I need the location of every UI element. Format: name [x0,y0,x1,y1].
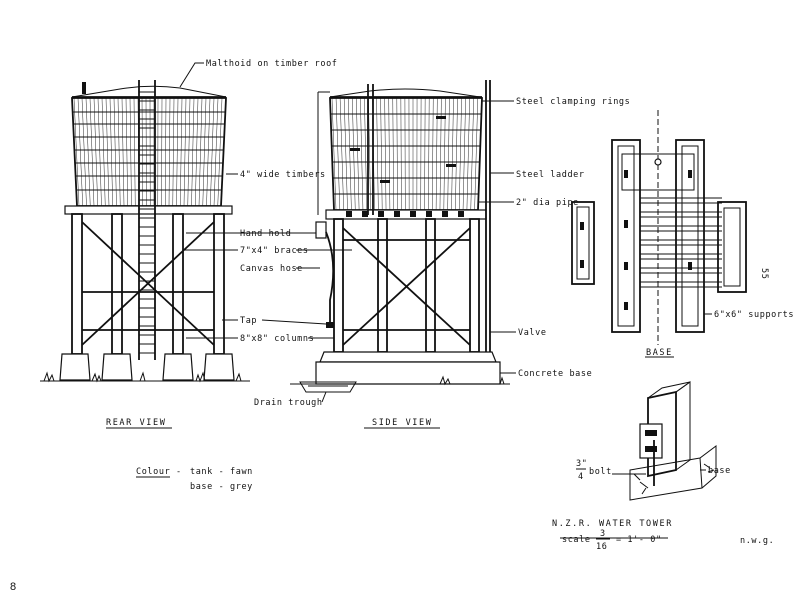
label-concrete: Concrete base [518,369,592,379]
label-pipe: 2" dia pipe [516,198,579,208]
base-plan-drawing [571,110,747,345]
label-trough: Drain trough [254,398,323,408]
page-number: 8 [10,581,16,593]
view-title-side: SIDE VIEW [372,418,432,428]
scale-denominator: 16 [596,542,607,552]
colour-tank: tank - fawn [190,467,253,477]
leader-lines [106,62,712,539]
drawer-initials: n.w.g. [740,536,774,546]
label-timbers: 4" wide timbers [240,170,326,180]
label-supports: 6"x6" supports [714,310,794,320]
rear-view-drawing [40,80,250,383]
label-valve: Valve [518,328,547,338]
label-rings: Steel clamping rings [516,97,630,107]
label-base-detail: base [708,466,731,476]
view-title-rear: REAR VIEW [106,418,166,428]
bolt-detail-drawing [629,381,717,501]
svg-text:-: - [176,467,182,477]
label-side-code: 55 [759,268,769,279]
label-bolt-frac-den: 4 [578,472,584,482]
label-bolt: bolt [589,467,612,477]
colour-heading: Colour [136,467,170,477]
label-bolt-frac-num: 3" [576,459,587,469]
label-ladder: Steel ladder [516,170,585,180]
label-handhold: Hand hold [240,229,291,239]
label-hose: Canvas hose [240,264,303,274]
label-columns: 8"x8" columns [240,334,314,344]
scale-numerator: 3 [600,529,606,539]
side-view-drawing [290,80,510,393]
label-roof: Malthoid on timber roof [206,59,338,69]
view-title-base: BASE [646,348,673,358]
label-tap: Tap [240,316,257,326]
colour-base: base - grey [190,482,253,492]
label-braces: 7"x4" braces [240,246,309,256]
scale-suffix: = 1'- 0" [616,535,662,545]
drawing-title: N.Z.R. WATER TOWER [552,519,673,529]
scale-prefix: scale [562,535,591,545]
